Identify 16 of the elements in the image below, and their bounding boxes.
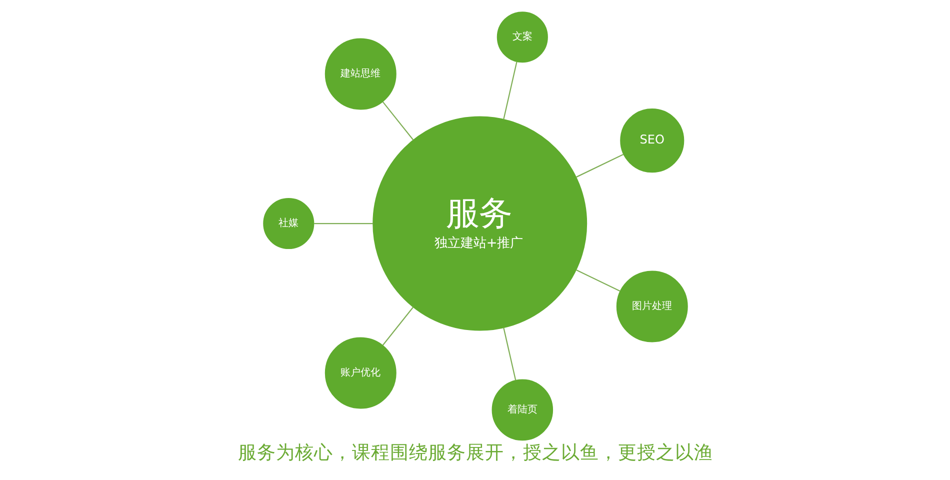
node-circle: 服务 独立建站+推广 <box>372 116 587 331</box>
connector <box>575 269 620 292</box>
connector <box>502 62 517 120</box>
node-circle: SEO <box>620 108 684 173</box>
node-circle: 账户优化 <box>324 337 396 409</box>
caption: 服务为核心，课程围绕服务展开，授之以鱼，更授之以渔 <box>238 442 712 464</box>
node-circle: 文案 <box>496 12 548 63</box>
node-circle: 建站思维 <box>324 38 396 110</box>
connector <box>382 306 414 346</box>
connector <box>382 101 414 140</box>
node-circle: 着陆页 <box>491 379 553 441</box>
connector <box>502 328 516 380</box>
node-circle: 社媒 <box>262 198 314 250</box>
node-circle: 图片处理 <box>616 270 688 342</box>
connector <box>575 154 624 178</box>
connector <box>314 222 373 224</box>
